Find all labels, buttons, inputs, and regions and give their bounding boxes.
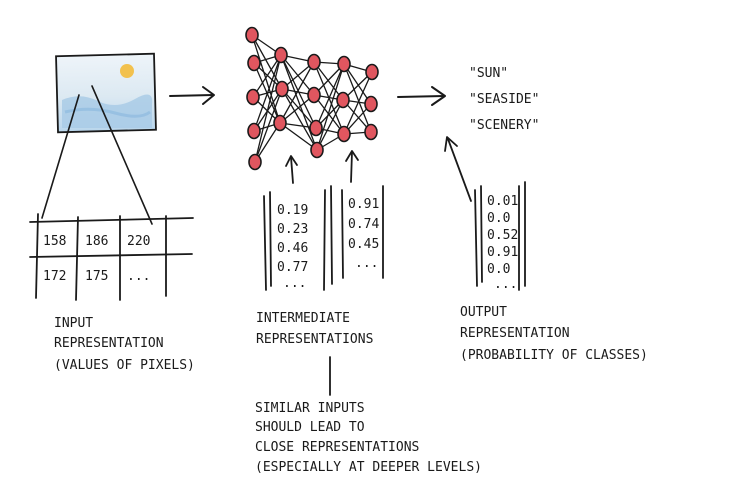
network-connection: [254, 54, 282, 163]
vector-value: ...: [283, 276, 306, 291]
svg-text:(ESPECIALLY AT DEEPER LEVELS): (ESPECIALLY AT DEEPER LEVELS): [255, 460, 482, 475]
network-connection: [252, 54, 282, 98]
network-connection: [251, 34, 283, 90]
neuron-node: [365, 63, 379, 81]
pixel-value: 172: [43, 269, 66, 284]
svg-text:INTERMEDIATE: INTERMEDIATE: [256, 311, 350, 326]
network-connection: [279, 94, 315, 124]
right-arrow-icon: [169, 86, 215, 105]
up-arrow-icon: [285, 155, 298, 184]
vector-value: 0.01: [487, 194, 518, 209]
vector-value: 0.19: [277, 203, 308, 218]
network-connection: [280, 54, 315, 96]
image-to-grid-lines: [41, 85, 153, 225]
svg-text:INPUT: INPUT: [54, 316, 93, 331]
vector-value: 0.77: [277, 260, 308, 275]
vector-value: ...: [355, 256, 378, 271]
intermediate-vector-2: 0.91 0.74 0.45 ...: [341, 185, 384, 279]
neuron-node: [247, 122, 261, 140]
output-classes: "SUN" "SEASIDE" "SCENERY": [469, 66, 539, 133]
vector-value: 0.0: [487, 211, 510, 226]
neuron-node: [337, 125, 351, 143]
vector-value: 0.91: [487, 245, 518, 260]
note-text: SIMILAR INPUTS SHOULD LEAD TO CLOSE REPR…: [255, 401, 482, 475]
neuron-node: [364, 95, 378, 113]
pixel-value: 220: [127, 234, 150, 249]
vector-value: ...: [494, 277, 517, 292]
class-label: "SUN": [469, 66, 508, 81]
svg-text:OUTPUT: OUTPUT: [460, 305, 507, 320]
vector-value: 0.74: [348, 217, 379, 232]
svg-text:REPRESENTATIONS: REPRESENTATIONS: [256, 332, 373, 347]
neuron-node: [307, 86, 321, 104]
network-connection: [316, 99, 344, 151]
network-connection: [313, 61, 344, 101]
vector-value: 0.23: [277, 222, 308, 237]
svg-text:(PROBABILITY OF CLASSES): (PROBABILITY OF CLASSES): [460, 348, 648, 363]
neuron-node: [247, 54, 261, 72]
neuron-node: [307, 53, 321, 71]
class-label: "SCENERY": [469, 118, 539, 133]
pixel-value: 186: [85, 234, 108, 249]
vector-value: 0.46: [277, 241, 308, 256]
neuron-node: [336, 91, 350, 109]
output-label: OUTPUT REPRESENTATION (PROBABILITY OF CL…: [460, 305, 648, 363]
neuron-node: [274, 46, 288, 64]
svg-text:SIMILAR INPUTS: SIMILAR INPUTS: [255, 401, 365, 416]
input-image: [55, 52, 157, 134]
svg-text:CLOSE REPRESENTATIONS: CLOSE REPRESENTATIONS: [255, 440, 419, 455]
neuron-node: [309, 119, 323, 137]
vector-value: 0.45: [348, 237, 379, 252]
neuron-node: [273, 114, 287, 132]
pixel-value: 158: [43, 234, 66, 249]
network-connection: [315, 63, 345, 129]
vector-value: 0.91: [348, 197, 379, 212]
neuron-node: [337, 55, 351, 73]
svg-text:REPRESENTATION: REPRESENTATION: [54, 336, 164, 351]
sun-icon: [120, 64, 134, 78]
up-arrow-icon: [345, 150, 359, 183]
neuron-node: [246, 88, 260, 106]
pixel-value: 175: [85, 269, 108, 284]
vector-value: 0.52: [487, 228, 518, 243]
neuron-node: [248, 153, 262, 171]
intermediate-label: INTERMEDIATE REPRESENTATIONS: [256, 311, 373, 347]
neural-network: [245, 26, 379, 171]
network-connection: [279, 61, 315, 124]
intermediate-vector-1: 0.19 0.23 0.46 0.77 ...: [263, 185, 333, 291]
svg-text:REPRESENTATION: REPRESENTATION: [460, 326, 570, 341]
up-left-arrow-icon: [444, 136, 472, 202]
network-connection: [343, 63, 372, 105]
network-connection: [281, 88, 318, 151]
right-arrow-icon: [397, 86, 446, 106]
neuron-node: [310, 141, 324, 159]
vector-value: 0.0: [487, 262, 510, 277]
neuron-node: [364, 123, 378, 141]
pixel-value: ...: [127, 269, 150, 284]
svg-text:SHOULD LEAD TO: SHOULD LEAD TO: [255, 420, 365, 435]
output-vector: 0.01 0.0 0.52 0.91 0.0 ...: [474, 181, 526, 292]
network-connection: [279, 122, 318, 151]
neuron-node: [245, 26, 259, 44]
network-connection: [254, 88, 283, 163]
network-connection: [316, 63, 345, 151]
svg-text:(VALUES OF PIXELS): (VALUES OF PIXELS): [54, 358, 195, 373]
network-connection: [280, 54, 318, 151]
class-label: "SEASIDE": [469, 92, 539, 107]
network-connection: [281, 88, 317, 129]
network-connection: [253, 54, 282, 132]
input-label: INPUT REPRESENTATION (VALUES OF PIXELS): [54, 316, 195, 373]
network-connection: [343, 63, 372, 133]
pixel-grid: 158 186 220 172 175 ...: [29, 213, 194, 301]
network-connection: [343, 71, 373, 135]
neuron-node: [275, 80, 289, 98]
